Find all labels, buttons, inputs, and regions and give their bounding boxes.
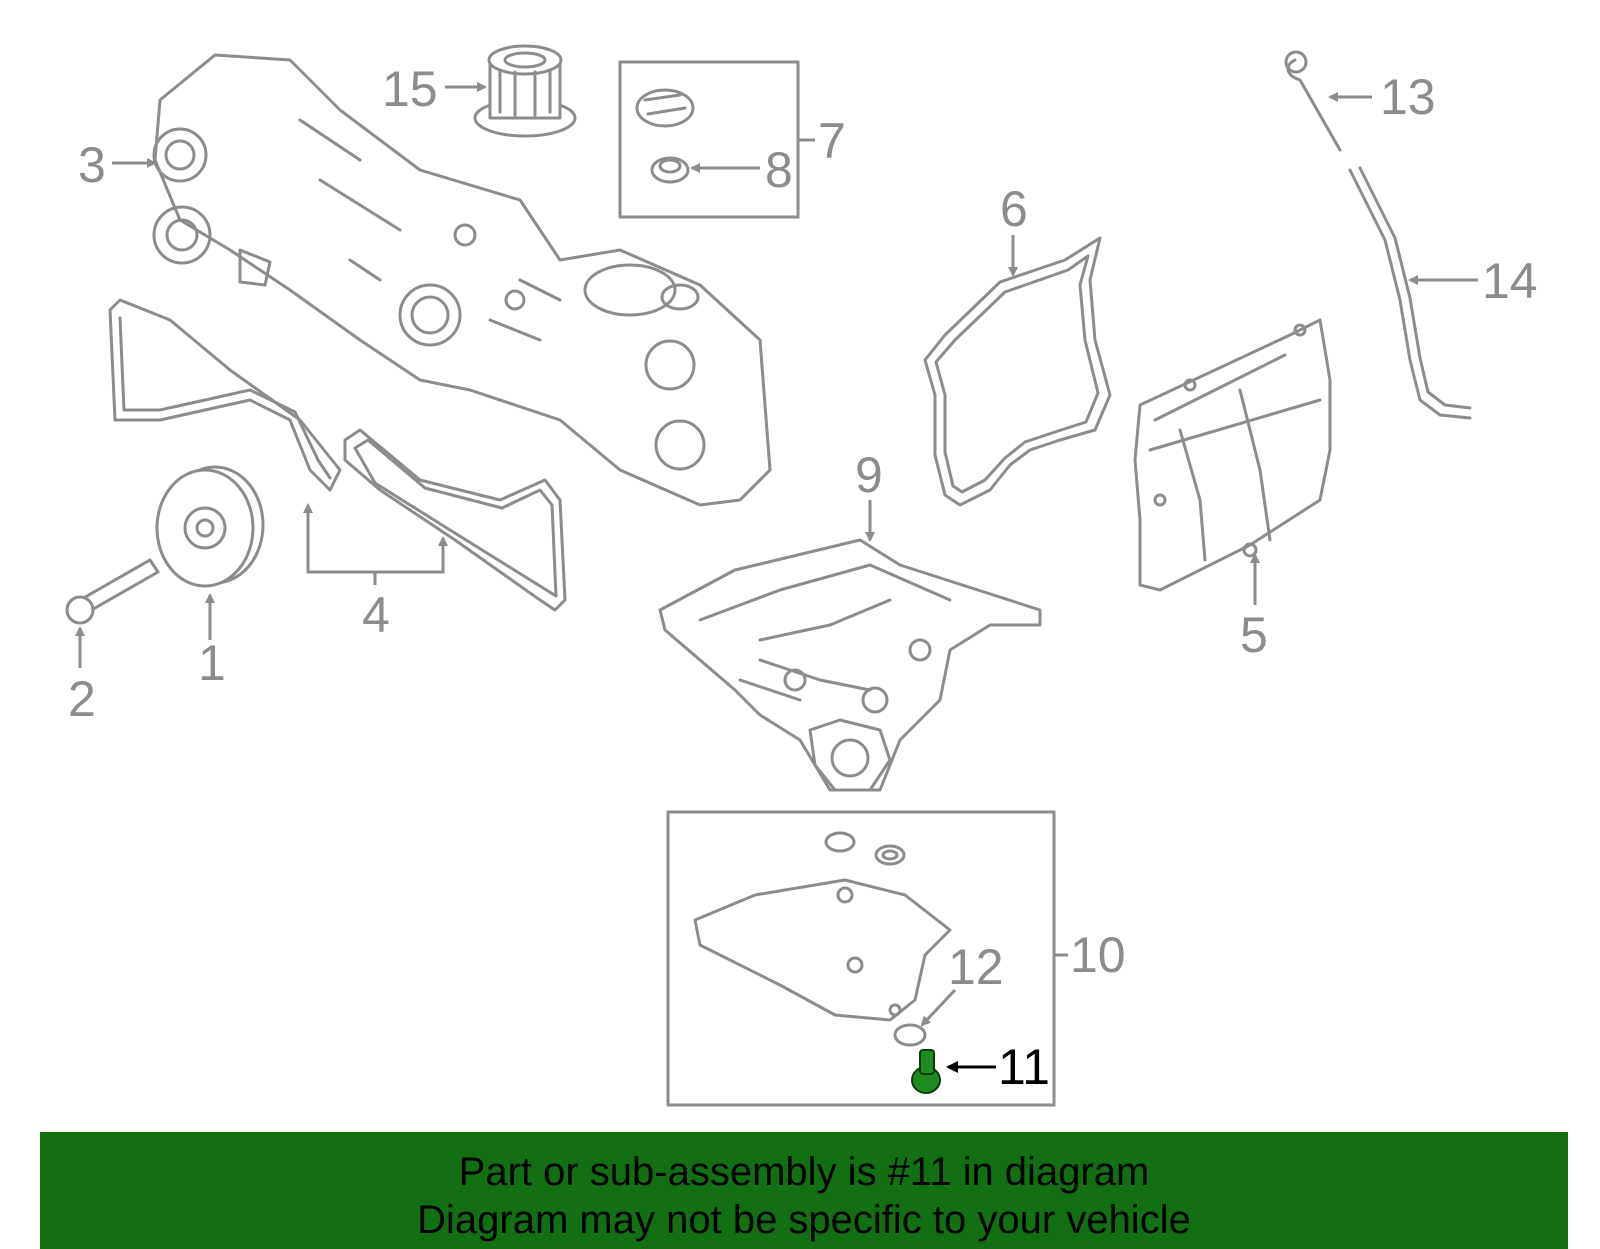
callout-11: 11 <box>998 1039 1050 1095</box>
drain-plug-part-11[interactable] <box>911 1049 941 1094</box>
callout-9: 9 <box>855 447 883 503</box>
drain-plug-gasket-part-12[interactable] <box>893 1023 927 1047</box>
callout-1: 1 <box>198 635 226 691</box>
dipstick-tube-part-14[interactable] <box>1348 166 1472 420</box>
callout-labels: 15 3 7 8 6 13 14 5 9 4 1 2 10 12 11 <box>68 61 1538 1095</box>
info-banner: Part or sub-assembly is #11 in diagram D… <box>40 1132 1568 1249</box>
crank-bolt-part-2[interactable] <box>65 558 160 625</box>
oil-filter-part-15[interactable] <box>473 44 577 138</box>
callout-8: 8 <box>765 142 793 198</box>
oil-pan-box-part-10[interactable] <box>666 810 1056 1107</box>
timing-chain-part-4[interactable] <box>108 298 567 612</box>
crank-pulley-part-1[interactable] <box>155 465 265 588</box>
callout-7: 7 <box>818 113 846 169</box>
callout-4: 4 <box>362 587 390 643</box>
callout-2: 2 <box>68 671 96 727</box>
seal-ring-part-8[interactable] <box>650 156 690 184</box>
dipstick-part-13[interactable] <box>1284 50 1342 152</box>
oil-filler-cap-box-part-7[interactable] <box>618 60 800 219</box>
callout-15: 15 <box>382 61 438 117</box>
leader-lines <box>75 82 1478 1073</box>
upper-oil-pan-part-9[interactable] <box>658 538 1042 792</box>
callout-3: 3 <box>78 137 106 193</box>
gasket-part-6[interactable] <box>923 236 1112 507</box>
timing-cover-part-3[interactable] <box>152 53 772 507</box>
callout-12: 12 <box>948 939 1004 995</box>
callout-10: 10 <box>1070 927 1126 983</box>
callout-5: 5 <box>1240 607 1268 663</box>
callout-13: 13 <box>1380 69 1436 125</box>
callout-6: 6 <box>1000 181 1028 237</box>
valve-cover-part-5[interactable] <box>1133 318 1332 592</box>
banner-line-2: Diagram may not be specific to your vehi… <box>417 1198 1191 1242</box>
banner-line-1: Part or sub-assembly is #11 in diagram <box>458 1150 1150 1194</box>
callout-14: 14 <box>1482 253 1538 309</box>
